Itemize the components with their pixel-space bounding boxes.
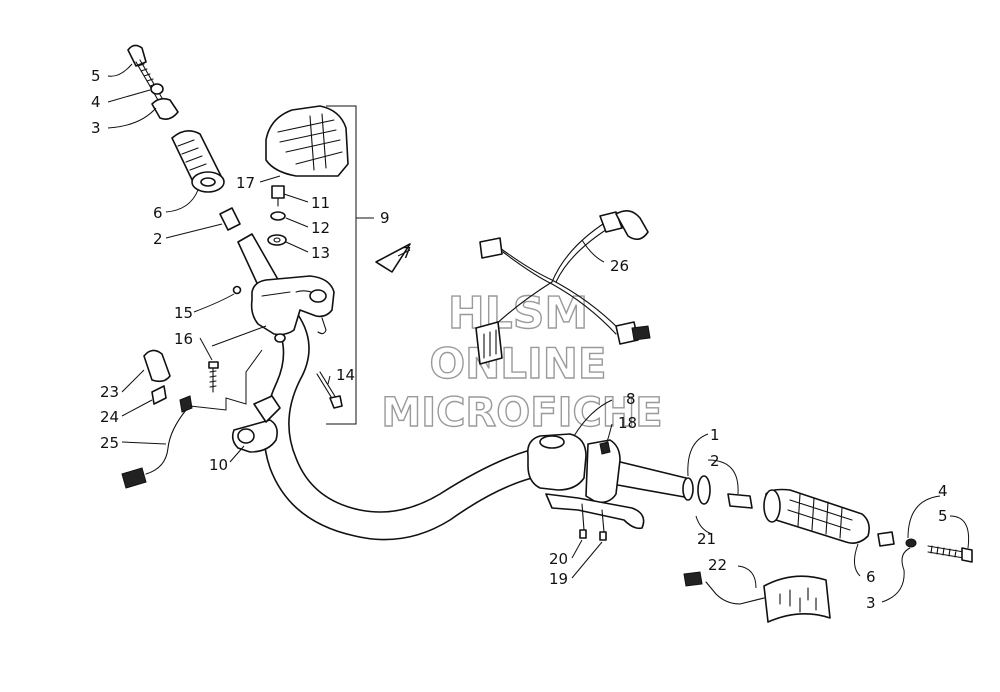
- callout-14: 14: [336, 366, 355, 384]
- callout-26: 26: [610, 257, 629, 275]
- callout-18: 18: [618, 414, 637, 432]
- callout-10: 10: [209, 456, 228, 474]
- callout-21: 21: [697, 530, 716, 548]
- callout-19: 19: [549, 570, 568, 588]
- left-washer: [150, 83, 164, 95]
- callout-4-right: 4: [938, 482, 948, 500]
- callout-5-left: 5: [91, 67, 101, 85]
- left-switch-parts: [121, 349, 281, 489]
- left-end-cap: [151, 97, 179, 120]
- callout-16: 16: [174, 330, 193, 348]
- callout-6-left: 6: [153, 204, 163, 222]
- callout-2-right: 2: [710, 452, 720, 470]
- throttle-cover: [265, 105, 349, 177]
- throttle-hardware: [267, 185, 287, 246]
- left-bolt-head: [127, 44, 147, 67]
- left-switch-housing-10: [231, 419, 278, 453]
- callout-2-left: 2: [153, 230, 163, 248]
- right-controls: [526, 433, 645, 541]
- callout-12: 12: [311, 219, 330, 237]
- screw-16: [208, 361, 219, 393]
- wire-connector-25: [179, 395, 193, 413]
- callout-3-left: 3: [91, 119, 101, 137]
- callout-22: 22: [708, 556, 727, 574]
- callout-15: 15: [174, 304, 193, 322]
- lockwasher-12: [270, 211, 286, 221]
- callout-8: 8: [626, 390, 636, 408]
- right-grip: [764, 488, 870, 544]
- throttle-housing: [250, 275, 335, 343]
- left-throttle-sleeve: [219, 207, 241, 231]
- watermark-line3: MICROFICHE: [381, 390, 662, 436]
- screw-19: [599, 531, 607, 541]
- callout-17: 17: [236, 174, 255, 192]
- wire-25: [145, 409, 187, 475]
- callout-6-right: 6: [866, 568, 876, 586]
- decal-7: [375, 243, 411, 273]
- callout-11: 11: [311, 194, 330, 212]
- watermark-line1: HLSM: [448, 288, 588, 339]
- left-bolt-thread: [135, 59, 163, 101]
- callout-1: 1: [710, 426, 720, 444]
- part-23: [143, 349, 171, 383]
- callouts: 5 4 3 6 2 17 11 12 13 9 7 26 15 16 14 23…: [91, 67, 948, 612]
- callout-4-left: 4: [91, 93, 101, 111]
- screw-20: [579, 529, 587, 539]
- heater-element-22: [683, 571, 831, 623]
- left-grip-assembly: [127, 44, 241, 231]
- screw-15: [232, 285, 242, 295]
- callout-25: 25: [100, 434, 119, 452]
- right-bolt-head: [961, 547, 973, 563]
- leader-lines: [107, 63, 970, 603]
- callout-5-right: 5: [938, 507, 948, 525]
- master-cylinder: [526, 433, 587, 491]
- screw-11: [271, 185, 285, 199]
- wiring-harness-26: [475, 210, 651, 365]
- watermark-line2: ONLINE: [429, 339, 606, 388]
- callout-23: 23: [100, 383, 119, 401]
- callout-9: 9: [380, 209, 390, 227]
- right-grip-assembly: [697, 475, 973, 563]
- right-washer: [905, 538, 917, 548]
- callout-20: 20: [549, 550, 568, 568]
- brake-lever: [545, 493, 645, 530]
- right-throttle-sleeve: [727, 493, 753, 509]
- callout-13: 13: [311, 244, 330, 262]
- callout-3-right: 3: [866, 594, 876, 612]
- watermark: HLSM ONLINE MICROFICHE: [381, 287, 664, 436]
- screw-14: [316, 371, 343, 409]
- callout-7: 7: [402, 244, 412, 262]
- washer-13: [267, 234, 287, 246]
- part-24: [151, 385, 167, 405]
- right-end-cap: [877, 531, 895, 547]
- callout-24: 24: [100, 408, 119, 426]
- washer-21: [697, 475, 711, 505]
